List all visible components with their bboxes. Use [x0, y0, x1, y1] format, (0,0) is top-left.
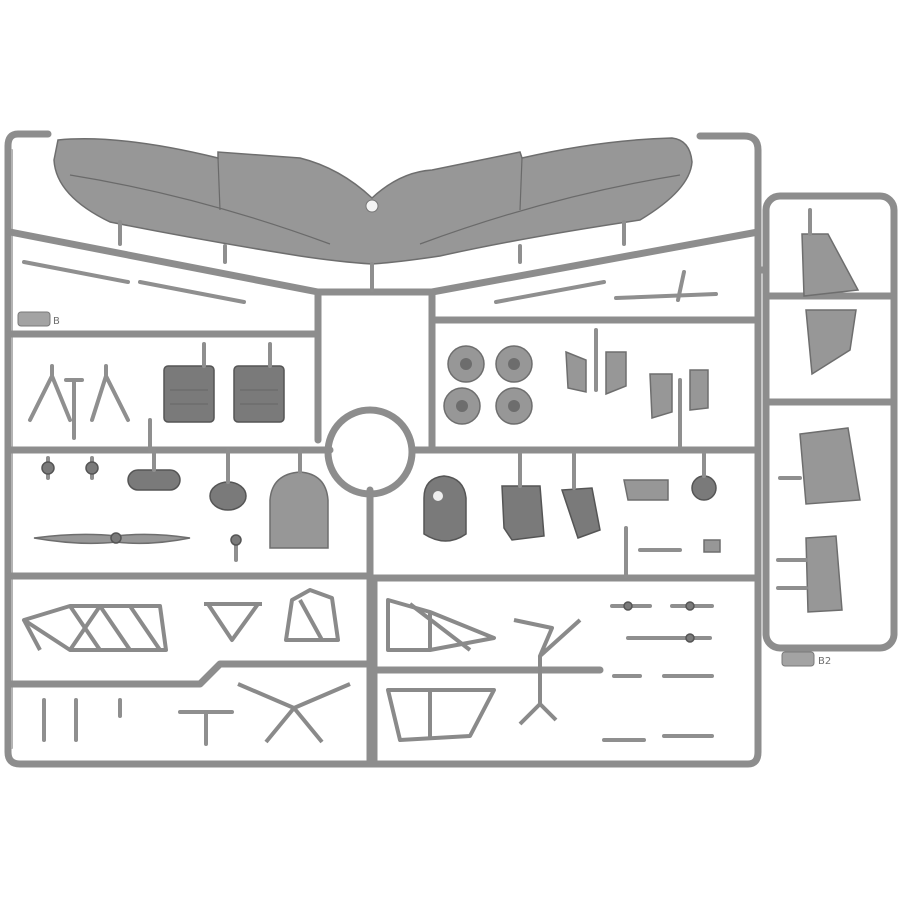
- small-fittings-row: [41, 448, 247, 511]
- control-linkage-parts: [602, 601, 714, 742]
- landing-gear-struts: [28, 364, 130, 440]
- propeller-part: [33, 532, 191, 545]
- cockpit-seat-back-part: [269, 448, 329, 549]
- cowling-parts: [423, 452, 717, 542]
- fuselage-frame-right: [386, 598, 496, 742]
- fuselage-frame-left: [22, 604, 168, 652]
- side-sprue-frame: [754, 192, 898, 652]
- side-frame-label: B2: [781, 651, 831, 667]
- main-frame-label: B: [17, 311, 60, 327]
- upper-wing-part: [53, 137, 693, 265]
- svg-text:B: B: [53, 316, 60, 327]
- small-bracket-parts: [230, 526, 721, 578]
- lower-left-small-parts: [42, 682, 351, 746]
- main-sprue-frame: [4, 130, 762, 768]
- engine-cylinder-block: [148, 342, 285, 452]
- wheel-spat-parts: [565, 328, 709, 448]
- z-strut-part: [513, 618, 582, 726]
- wing-strut-parts: [22, 260, 718, 304]
- tail-surface-parts: [776, 208, 861, 613]
- cabane-strut-parts: [204, 588, 340, 642]
- svg-text:B2: B2: [818, 656, 831, 667]
- wheel-parts: [443, 345, 533, 425]
